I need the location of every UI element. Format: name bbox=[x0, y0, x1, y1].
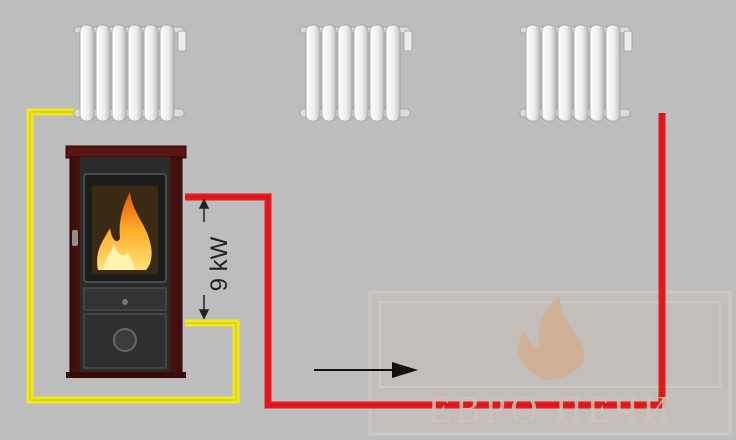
power-label: 9 kW bbox=[206, 236, 233, 292]
return-pipe bbox=[26, 108, 240, 404]
supply-pipe-right bbox=[185, 113, 666, 409]
fire-icon bbox=[97, 192, 152, 270]
watermark-panel bbox=[368, 290, 732, 436]
stove bbox=[65, 145, 187, 378]
radiator-left bbox=[73, 24, 187, 122]
flame-logo-icon bbox=[518, 296, 585, 380]
power-dimension-arrow bbox=[198, 198, 210, 320]
radiator-right bbox=[519, 24, 633, 122]
radiator-middle bbox=[299, 24, 413, 122]
watermark-text: ЕВРО ПЕЧИ bbox=[428, 389, 674, 431]
air-vent-icon bbox=[113, 328, 137, 352]
flow-direction-arrow bbox=[314, 362, 418, 378]
